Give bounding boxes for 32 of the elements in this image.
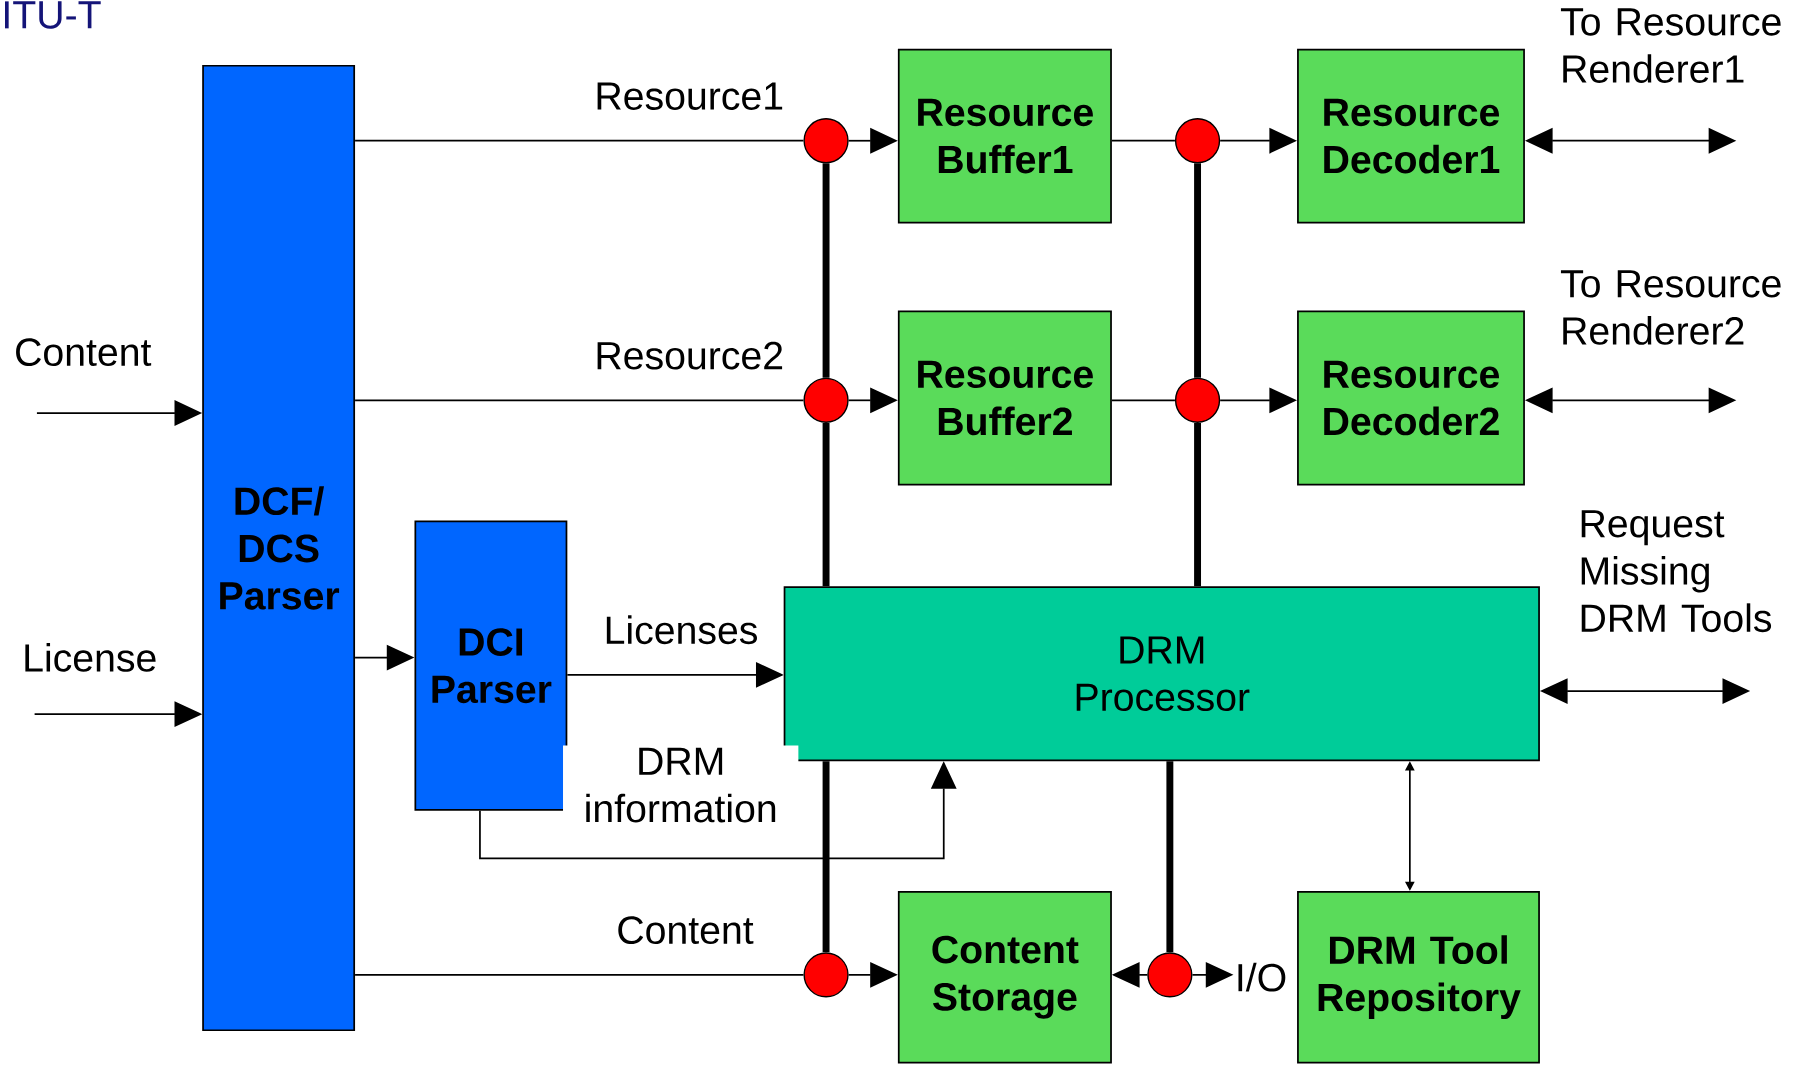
repository-block: DRM Tool Repository <box>1297 891 1540 1064</box>
io-label: I/O <box>1238 962 1286 992</box>
buffer-block: Resource Buffer1 <box>897 48 1112 224</box>
edge-label: License <box>19 640 160 675</box>
edge-label: To Resource Renderer2 <box>1557 267 1809 348</box>
junction-dot <box>1174 377 1221 423</box>
connector-line <box>1111 139 1176 142</box>
junction-dot <box>803 118 849 164</box>
buffer-block: Resource Buffer2 <box>897 310 1112 486</box>
edge-label: Licenses <box>601 613 761 647</box>
connector-line <box>354 399 805 402</box>
junction-dot <box>803 377 849 423</box>
decoder-block: Resource Decoder1 <box>1297 48 1525 224</box>
edge-label: Content <box>614 914 756 947</box>
junction-dot <box>803 952 849 998</box>
edge-label: Request Missing DRM Tools <box>1576 507 1806 635</box>
edge-label: DRM information <box>563 745 799 825</box>
edge-label: Content <box>11 336 154 369</box>
junction-dot <box>1147 952 1193 998</box>
header-text: ITU-T <box>5 1 101 29</box>
connector-line <box>1111 399 1176 402</box>
edge-label: Resource1 <box>592 80 787 113</box>
processor-block: DRM Processor <box>783 586 1540 762</box>
storage-block: Content Storage <box>897 891 1112 1064</box>
parser-block: DCF/ DCS Parser <box>202 64 356 1032</box>
junction-dot <box>1174 118 1221 164</box>
decoder-block: Resource Decoder2 <box>1297 310 1525 486</box>
connector-line <box>354 139 805 142</box>
edge-label: To Resource Renderer1 <box>1557 6 1809 86</box>
parser-block: DCI Parser <box>414 520 568 811</box>
edge-label: Resource2 <box>592 339 787 372</box>
connector-line <box>354 974 805 976</box>
